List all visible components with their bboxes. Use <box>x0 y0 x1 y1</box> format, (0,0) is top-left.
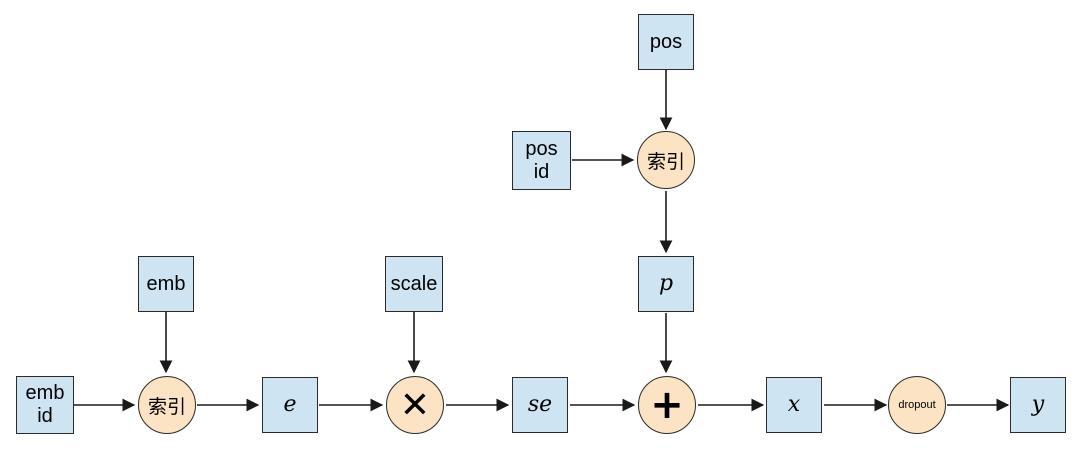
x-node: x <box>766 377 822 433</box>
e-label: e <box>283 392 297 418</box>
index-op-emb-label: 索引 <box>147 395 186 418</box>
p-node: p <box>638 256 694 312</box>
dropout-label: dropout <box>898 399 936 411</box>
se-label: se <box>527 392 553 418</box>
emb-node: emb <box>138 256 194 312</box>
se-node: se <box>512 377 568 433</box>
add-icon: + <box>650 382 684 428</box>
y-node: y <box>1010 377 1066 433</box>
pos-id-node: pos id <box>512 131 571 190</box>
scale-node: scale <box>385 256 443 312</box>
dropout-op: dropout <box>888 376 946 434</box>
multiply-icon: ✕ <box>399 384 431 426</box>
e-node: e <box>262 377 318 433</box>
pos-node: pos <box>638 14 694 70</box>
emb-id-label: emb id <box>25 382 65 427</box>
x-label: x <box>787 392 801 418</box>
multiply-op: ✕ <box>386 376 444 434</box>
scale-label: scale <box>390 272 438 295</box>
pos-id-label: pos id <box>525 137 558 183</box>
emb-id-node: emb id <box>16 376 74 434</box>
index-op-pos: 索引 <box>637 131 695 189</box>
add-op: + <box>638 376 696 434</box>
p-label: p <box>658 271 674 297</box>
index-op-pos-label: 索引 <box>646 150 685 173</box>
y-label: y <box>1031 392 1045 418</box>
emb-label: emb <box>146 272 186 295</box>
pos-label: pos <box>649 30 683 53</box>
index-op-emb: 索引 <box>138 376 196 434</box>
